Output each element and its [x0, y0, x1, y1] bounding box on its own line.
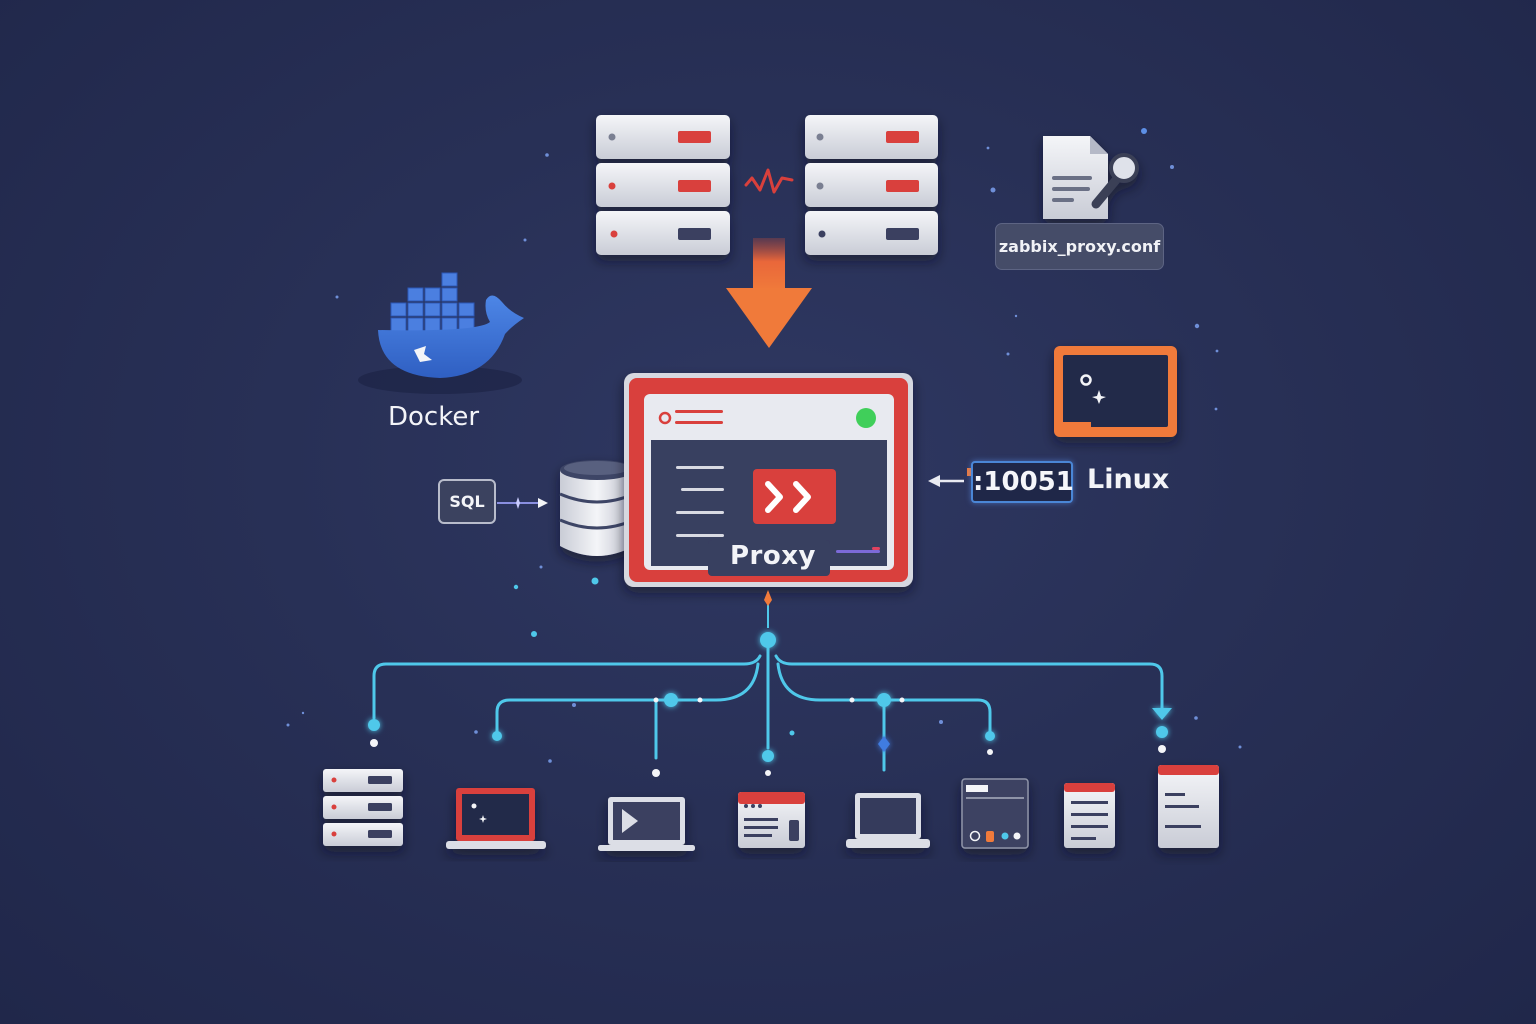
spark-icon — [764, 590, 772, 628]
connector-lines — [372, 638, 1164, 772]
sql-label: SQL — [438, 479, 496, 524]
browser-window-icon — [738, 792, 805, 848]
sql-arrow-icon — [497, 497, 548, 509]
proxy-label: Proxy — [730, 541, 816, 571]
linux-label: Linux — [1087, 464, 1170, 495]
server-rack-icon — [805, 115, 938, 255]
laptop-icon — [846, 793, 930, 848]
config-file-icon — [1043, 136, 1139, 219]
monitor-icon — [598, 797, 695, 851]
signal-wave-icon — [744, 168, 794, 194]
proxy-window-icon — [624, 373, 913, 587]
server-rack-icon — [596, 115, 730, 255]
connector-dots — [370, 697, 1166, 777]
server-rack-icon — [323, 769, 403, 846]
connector-nodes — [368, 632, 1172, 762]
document-icon — [1064, 783, 1115, 848]
database-icon — [559, 460, 635, 556]
config-file-label: zabbix_proxy.conf — [995, 223, 1164, 270]
arrow-down-icon — [726, 238, 812, 348]
document-icon — [1158, 765, 1219, 848]
docker-label: Docker — [388, 402, 480, 432]
dashboard-window-icon — [961, 778, 1029, 849]
background-particles — [286, 128, 1242, 763]
laptop-icon — [446, 788, 546, 849]
docker-whale-icon — [358, 272, 524, 394]
port-arrow-icon — [928, 468, 971, 487]
port-label: :10051 — [971, 461, 1074, 503]
terminal-window-icon — [1054, 346, 1177, 437]
